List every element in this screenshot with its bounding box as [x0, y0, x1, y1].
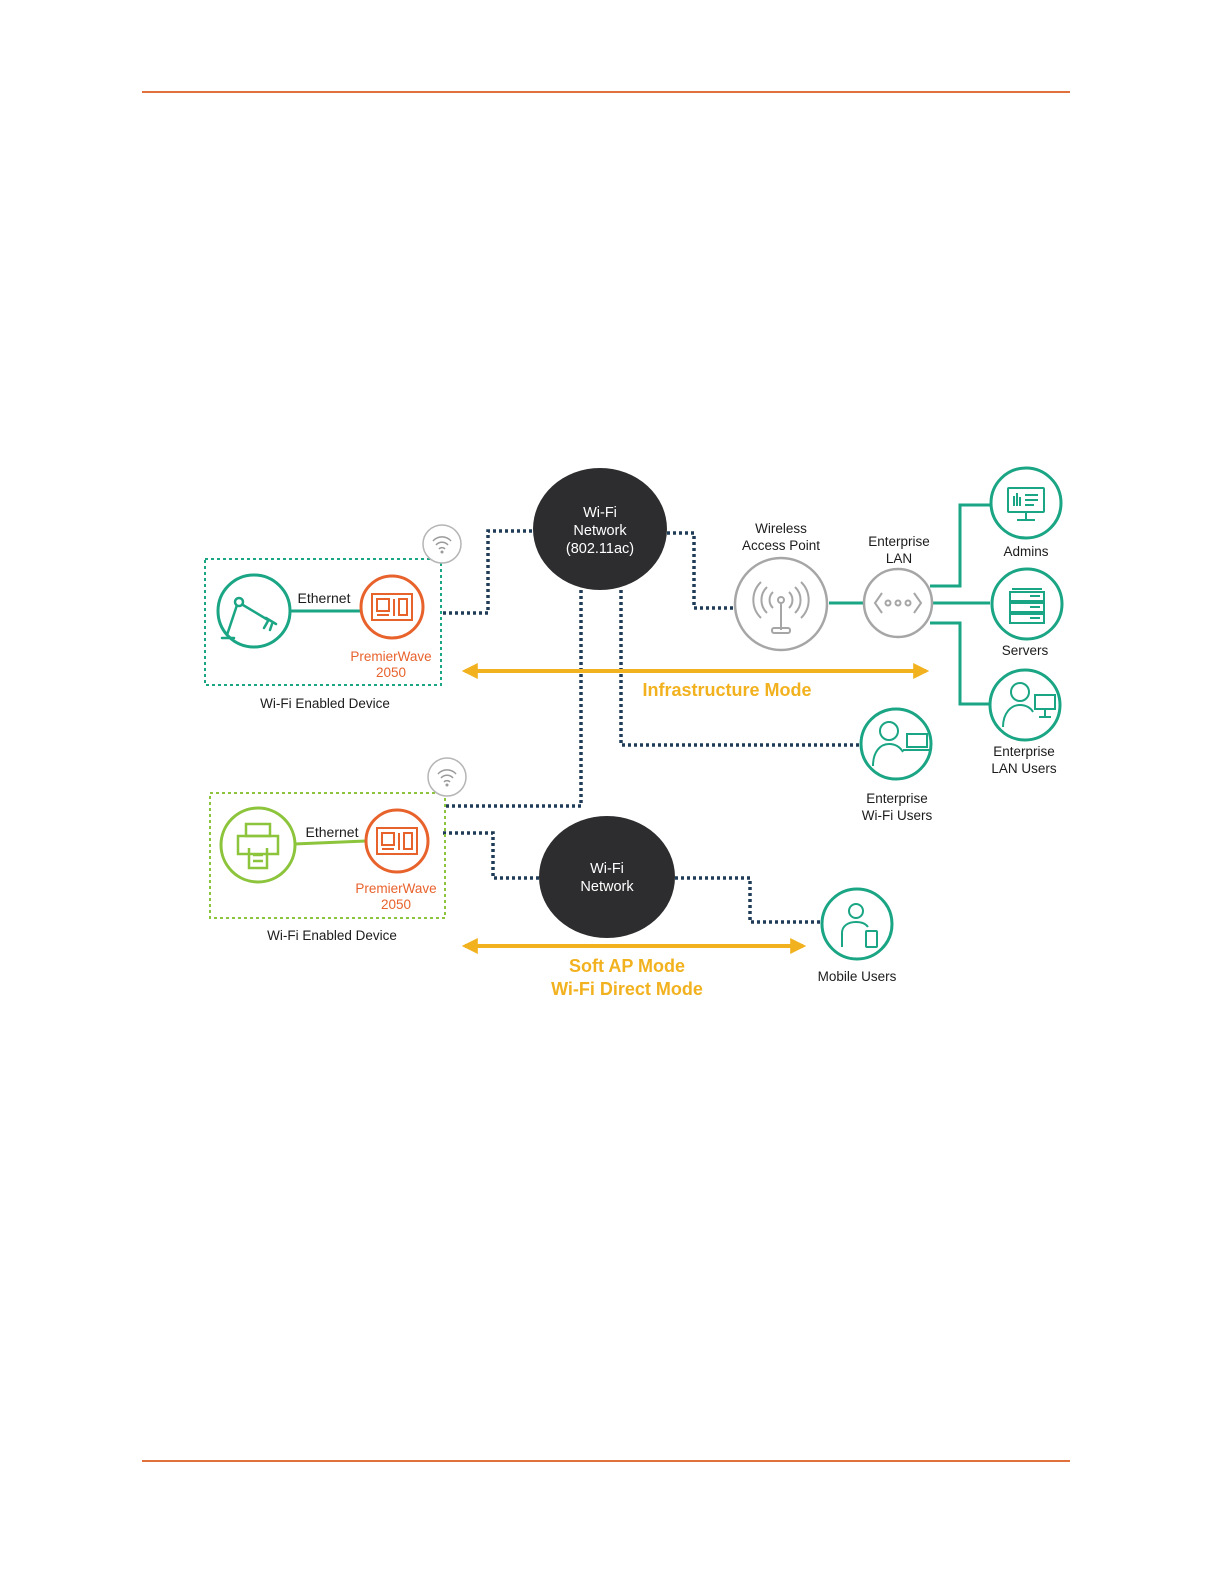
wifi-network-top: Wi-Fi Network (802.11ac) [533, 468, 667, 590]
enterprise-lan-line1: Enterprise [868, 534, 930, 549]
mobile-users-label: Mobile Users [818, 969, 897, 984]
link-cloud-to-access-point [667, 533, 733, 608]
link-lan-to-users [930, 623, 990, 704]
access-point-line2: Access Point [742, 538, 820, 553]
wifi-users-line1: Enterprise [866, 791, 928, 806]
admins-label: Admins [1003, 544, 1048, 559]
wifi-signal-icon [428, 758, 466, 796]
wifi-direct-mode-label: Wi-Fi Direct Mode [551, 979, 703, 999]
link-cloud-bottom-to-mobile [675, 878, 820, 922]
lan-users-node: Enterprise LAN Users [990, 670, 1060, 776]
infrastructure-mode: Infrastructure Mode [465, 671, 926, 700]
link-device-bottom-to-cloud-bottom [443, 833, 540, 878]
wifi-users-node: Enterprise Wi-Fi Users [861, 709, 932, 823]
servers-node: Servers [992, 569, 1062, 658]
servers-label: Servers [1002, 643, 1049, 658]
lan-users-line1: Enterprise [993, 744, 1055, 759]
ethernet-label-bottom: Ethernet [306, 824, 359, 840]
enterprise-lan-line2: LAN [886, 551, 912, 566]
module-top-line1: PremierWave [350, 649, 431, 664]
ethernet-label-top: Ethernet [298, 590, 351, 606]
cloud-top-line2: Network [573, 523, 627, 539]
wifi-device-top: Ethernet PremierWave 2050 Wi-Fi Enabled … [205, 525, 461, 711]
infrastructure-mode-label: Infrastructure Mode [642, 680, 811, 700]
wifi-network-bottom: Wi-Fi Network [539, 816, 675, 938]
module-top-line2: 2050 [376, 665, 406, 680]
lan-users-line2: LAN Users [991, 761, 1057, 776]
cloud-bottom-line1: Wi-Fi [590, 861, 624, 877]
device-top-label: Wi-Fi Enabled Device [260, 696, 390, 711]
admins-node: Admins [991, 468, 1061, 559]
wifi-users-line2: Wi-Fi Users [862, 808, 933, 823]
enterprise-lan: Enterprise LAN [864, 534, 932, 637]
cloud-top-line1: Wi-Fi [583, 505, 617, 521]
soft-ap-mode-label: Soft AP Mode [569, 956, 685, 976]
wifi-signal-icon [423, 525, 461, 563]
mobile-users-node: Mobile Users [818, 889, 897, 984]
soft-ap-mode: Soft AP Mode Wi-Fi Direct Mode [465, 946, 803, 999]
device-bottom-label: Wi-Fi Enabled Device [267, 928, 397, 943]
access-point-line1: Wireless [755, 521, 807, 536]
module-bottom-line2: 2050 [381, 897, 411, 912]
module-bottom-line1: PremierWave [355, 881, 436, 896]
wireless-access-point: Wireless Access Point [735, 521, 827, 650]
link-lan-to-admins [930, 505, 990, 586]
wifi-device-bottom: Ethernet PremierWave 2050 Wi-Fi Enabled … [210, 758, 466, 943]
cloud-bottom-line2: Network [580, 879, 634, 895]
cloud-top-line3: (802.11ac) [566, 541, 634, 557]
